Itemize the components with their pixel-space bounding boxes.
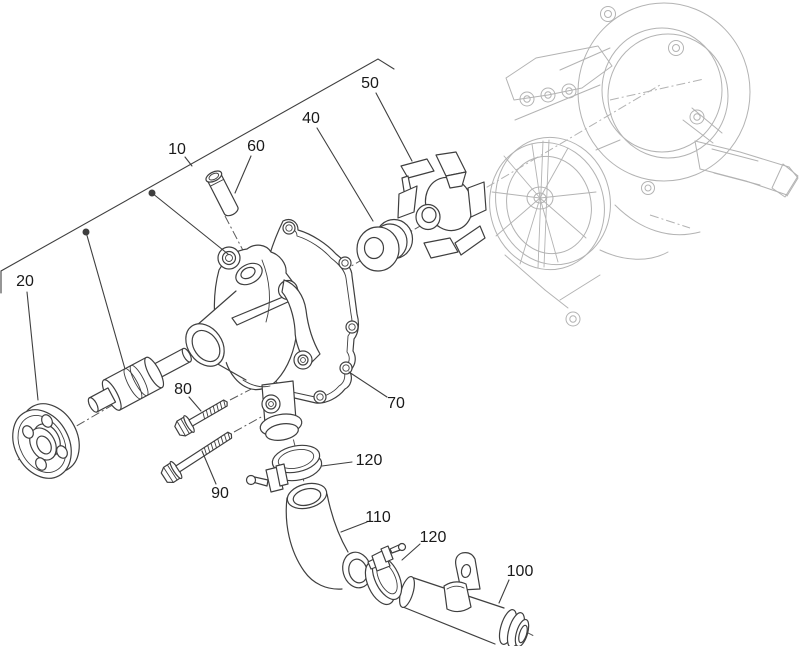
- callout-120a-leader: [321, 461, 353, 467]
- part-flange-hub: [12, 403, 80, 479]
- callout-120b-leader: [401, 543, 421, 561]
- part-seal: [356, 218, 414, 272]
- tube-saddle-bracket: [443, 581, 472, 613]
- callout-60-leader: [234, 155, 252, 194]
- callout-80-label: 80: [174, 381, 192, 398]
- group-10-dot-1-leader: [151, 192, 229, 255]
- ghost-fan-spokes: [491, 139, 597, 269]
- callout-60-label: 60: [247, 138, 265, 155]
- part-bolt-80: [174, 399, 228, 437]
- callout-100-label: 100: [507, 563, 534, 580]
- pump-inlet-mouth: [185, 323, 225, 367]
- callout-120b-label: 120: [420, 529, 447, 546]
- part-clamp-upper: [245, 444, 323, 493]
- part-impeller: [397, 151, 487, 259]
- part-clamp-lower: [364, 542, 407, 606]
- callout-50-leader: [375, 92, 413, 162]
- callout-70-leader: [348, 371, 388, 398]
- part-pump-body: [185, 244, 321, 441]
- callout-50-label: 50: [361, 75, 379, 92]
- callout-10-leader: [184, 156, 193, 167]
- callout-70-label: 70: [387, 395, 405, 412]
- group-10-bracket-line: [0, 58, 395, 294]
- callout-120a-label: 120: [356, 452, 383, 469]
- bolt90-axis-line: [233, 415, 264, 433]
- part-bolt-90: [160, 431, 233, 484]
- callout-40-label: 40: [302, 110, 320, 127]
- part-shaft-bearing: [87, 347, 192, 413]
- part-stud: [205, 170, 239, 217]
- group-10-dot-2-leader: [85, 231, 126, 370]
- callout-20-leader: [26, 291, 39, 401]
- tube-mount-tab: [455, 552, 481, 591]
- callout-110-leader: [340, 521, 368, 533]
- callout-80-leader: [188, 396, 202, 412]
- part-hose-elbow: [285, 482, 372, 590]
- part-outlet-tube: [398, 552, 530, 646]
- callout-110-label: 110: [365, 509, 391, 526]
- callout-layer: 10 20 40 50 60 70 80 90 100 110 120 120: [0, 58, 534, 604]
- callout-20-label: 20: [16, 273, 34, 290]
- callout-100-label: 90: [211, 485, 229, 502]
- callout-10-label: 10: [168, 141, 186, 158]
- ghost-engine-arm: [682, 107, 799, 198]
- callout-40-leader: [316, 127, 374, 222]
- callout-100-leader: [498, 579, 510, 604]
- ghost-engine-crankcase: [471, 2, 799, 327]
- callout-90-leader: [201, 450, 217, 485]
